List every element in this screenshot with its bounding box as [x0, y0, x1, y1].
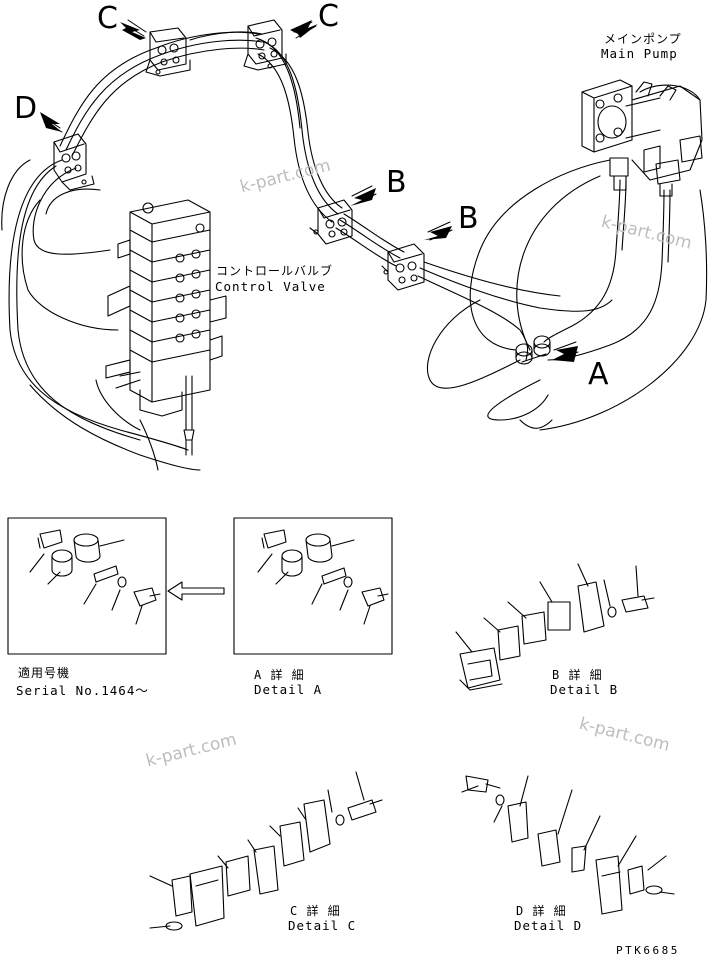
detail-b-parts	[455, 563, 655, 691]
direction-arrow	[167, 581, 225, 601]
hose-bundle	[1, 31, 708, 471]
detail-d-parts	[461, 775, 675, 915]
serial-detail-box	[7, 517, 167, 655]
detail-c-label-en: Detail C	[288, 918, 357, 933]
clamp-a	[515, 335, 551, 365]
serial-label-jp: 適用号機	[18, 666, 71, 680]
serial-parts	[29, 529, 161, 625]
callout-a: A	[588, 357, 609, 392]
detail-c-parts	[149, 771, 383, 931]
clamp-c-left	[145, 27, 191, 77]
detail-b-label-en: Detail B	[550, 682, 619, 697]
callout-d: D	[14, 91, 38, 126]
detail-a-parts	[257, 529, 389, 625]
detail-c-label-jp: C 詳 細	[290, 904, 341, 918]
clamp-b-lower	[381, 243, 425, 291]
control-valve-label-jp: コントロールバルブ	[216, 264, 334, 278]
control-valve-label-en: Control Valve	[215, 279, 326, 294]
detail-a-label-jp: A 詳 細	[254, 668, 305, 682]
detail-d-label-en: Detail D	[514, 918, 583, 933]
callout-c-right: C	[318, 0, 339, 34]
clamp-b-upper	[309, 199, 353, 245]
main-pump-label-jp: メインポンプ	[604, 32, 682, 46]
main-pump-label-en: Main Pump	[601, 46, 678, 61]
detail-d-label-jp: D 詳 細	[516, 904, 567, 918]
drawing-code: PTK6685	[616, 944, 680, 957]
callout-b-upper: B	[386, 165, 407, 200]
detail-a-box	[233, 517, 393, 655]
detail-b-label-jp: B 詳 細	[552, 668, 603, 682]
serial-label-en: Serial No.1464～	[16, 683, 149, 698]
callout-b-lower: B	[458, 201, 479, 236]
control-valve	[105, 199, 227, 456]
clamp-d	[53, 133, 95, 191]
detail-a-label-en: Detail A	[254, 682, 323, 697]
callout-c-left: C	[97, 1, 118, 36]
clamp-c-right	[243, 19, 287, 71]
main-pump	[581, 79, 703, 197]
